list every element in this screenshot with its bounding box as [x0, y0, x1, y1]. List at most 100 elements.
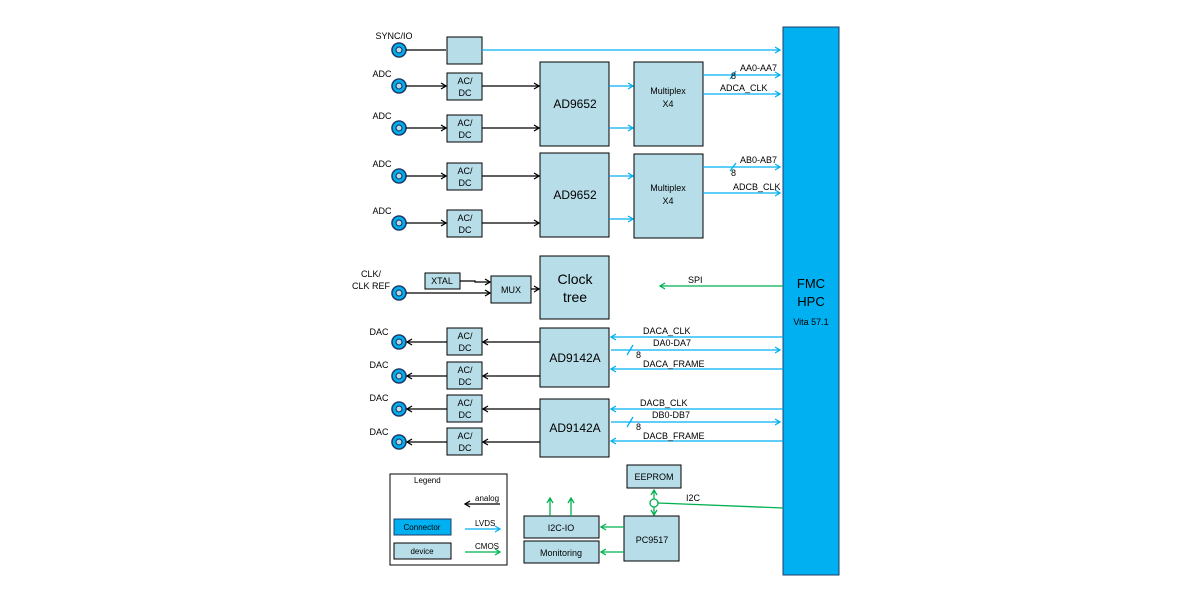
clock-tree-box	[539, 255, 610, 320]
pc9517-box	[623, 515, 680, 562]
legend-title: Legend	[414, 476, 441, 485]
multiplex-a-label2: X4	[662, 99, 673, 109]
dac1-connector-icon	[391, 334, 407, 350]
db-width-label: 8	[636, 422, 641, 432]
ad9142a-b-box	[539, 398, 610, 458]
ad9652-a-label: AD9652	[553, 97, 597, 111]
legend-connector-label: Connector	[404, 523, 441, 532]
db-bus-label: DB0-DB7	[652, 410, 690, 420]
clock-tree-label-1: Clock	[557, 271, 593, 287]
adca-clk-label: ADCA_CLK	[720, 83, 768, 93]
dac3-connector-icon	[391, 401, 407, 417]
aa-width-label: 8	[731, 71, 736, 81]
acdc-dac3-label2: DC	[459, 410, 472, 420]
ad9652-b-label: AD9652	[553, 188, 597, 202]
xtal-label: XTAL	[431, 276, 453, 286]
adc4-connector-icon	[391, 215, 407, 231]
clock-tree-label-2: tree	[563, 289, 587, 305]
acdc-dac1-box	[446, 327, 483, 356]
adcb-clk-label: ADCB_CLK	[733, 182, 781, 192]
fmc-label: FMC	[797, 276, 825, 291]
acdc-dac3-label1: AC/	[457, 398, 473, 408]
hpc-label: HPC	[797, 294, 824, 309]
fmc-hpc-connector	[782, 26, 840, 576]
legend-device-label: device	[410, 547, 434, 556]
adc4-label: ADC	[372, 206, 392, 216]
dac2-connector-icon	[391, 368, 407, 384]
sync-buffer-box	[446, 36, 483, 65]
monitoring-label: Monitoring	[540, 548, 582, 558]
mux-box	[490, 275, 532, 304]
acdc-dac4-label1: AC/	[457, 431, 473, 441]
sync-connector-icon	[391, 42, 407, 58]
multiplex-b-label2: X4	[662, 196, 673, 206]
mux-label: MUX	[501, 285, 521, 295]
ad9652-a-box	[539, 61, 610, 147]
acdc-adc3-box	[446, 162, 483, 191]
adc3-label: ADC	[372, 159, 392, 169]
aa-bus-label: AA0-AA7	[740, 63, 777, 73]
legend-cmos: CMOS	[475, 542, 499, 551]
i2c-label: I2C	[686, 493, 701, 503]
acdc-adc3-label2: DC	[459, 178, 472, 188]
sync-io-label: SYNC/IO	[375, 31, 412, 41]
multiplex-b-label1: Multiplex	[650, 183, 686, 193]
ad9652-b-box	[539, 152, 610, 238]
i2c-junction	[649, 498, 659, 508]
acdc-adc2-label1: AC/	[457, 118, 473, 128]
monitoring-box	[523, 540, 600, 564]
ad9142a-b-label: AD9142A	[549, 421, 600, 435]
i2c-io-box	[523, 515, 600, 539]
dac1-label: DAC	[369, 327, 389, 337]
dacb-frame-label: DACB_FRAME	[643, 431, 705, 441]
acdc-adc4-label2: DC	[459, 225, 472, 235]
dacb-clk-label: DACB_CLK	[640, 398, 688, 408]
acdc-dac1-label2: DC	[459, 343, 472, 353]
acdc-adc1-box	[446, 72, 483, 101]
acdc-dac2-label1: AC/	[457, 365, 473, 375]
legend-lvds: LVDS	[475, 519, 495, 528]
daca-clk-label: DACA_CLK	[643, 326, 691, 336]
dac2-label: DAC	[369, 360, 389, 370]
adc1-connector-icon	[391, 78, 407, 94]
ad9142a-a-box	[539, 327, 610, 388]
i2c-io-label: I2C-IO	[548, 523, 575, 533]
multiplex-a-label1: Multiplex	[650, 86, 686, 96]
legend-device-swatch	[393, 542, 452, 560]
acdc-adc4-label1: AC/	[457, 213, 473, 223]
daca-frame-label: DACA_FRAME	[643, 359, 705, 369]
eeprom-box	[626, 464, 682, 489]
pc9517-label: PC9517	[636, 535, 669, 545]
acdc-adc1-label1: AC/	[457, 76, 473, 86]
multiplex-a-box	[633, 61, 704, 147]
acdc-adc2-label2: DC	[459, 130, 472, 140]
acdc-adc3-label1: AC/	[457, 166, 473, 176]
clk-connector-icon	[391, 285, 407, 301]
adc2-label: ADC	[372, 111, 392, 121]
ad9142a-a-label: AD9142A	[549, 351, 600, 365]
adc1-label: ADC	[372, 69, 392, 79]
clk-label-2: CLK REF	[352, 281, 391, 291]
clk-label-1: CLK/	[361, 269, 382, 279]
ab-width-label: 8	[731, 168, 736, 178]
legend-analog: analog	[475, 494, 499, 503]
da-bus-label: DA0-DA7	[653, 338, 691, 348]
multiplex-b-box	[633, 153, 704, 239]
spi-label: SPI	[688, 275, 703, 285]
acdc-dac2-box	[446, 361, 483, 390]
acdc-dac1-label1: AC/	[457, 331, 473, 341]
acdc-dac4-label2: DC	[459, 443, 472, 453]
adc2-connector-icon	[391, 120, 407, 136]
acdc-dac2-label2: DC	[459, 377, 472, 387]
eeprom-label: EEPROM	[634, 472, 673, 482]
dac3-label: DAC	[369, 393, 389, 403]
legend-connector-swatch	[393, 518, 452, 536]
acdc-adc1-label2: DC	[459, 88, 472, 98]
da-width-label: 8	[636, 350, 641, 360]
adc3-connector-icon	[391, 168, 407, 184]
vita-label: Vita 57.1	[793, 317, 828, 327]
ab-bus-label: AB0-AB7	[740, 155, 777, 165]
dac4-label: DAC	[369, 427, 389, 437]
dac4-connector-icon	[391, 434, 407, 450]
